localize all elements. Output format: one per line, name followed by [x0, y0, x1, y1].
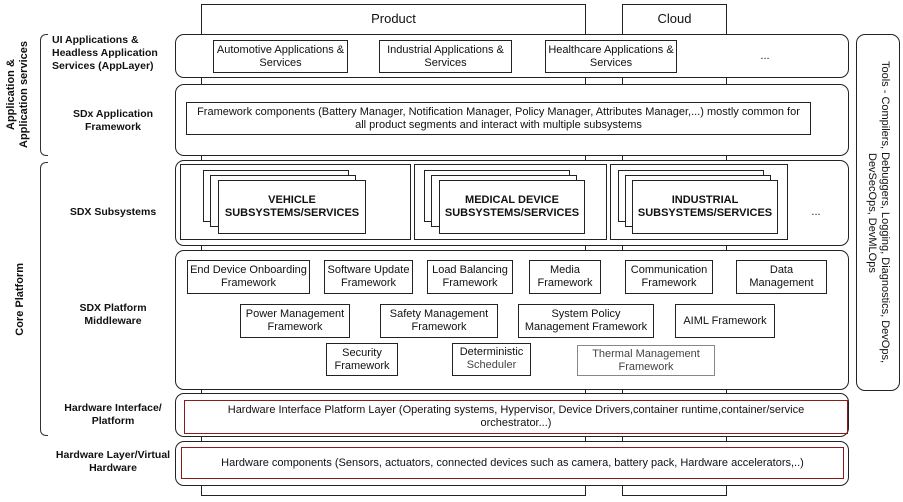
- tools-text-wrap: Tools - Compilers, Debuggers, Logging, D…: [856, 34, 900, 391]
- safety-management: Safety Management Framework: [380, 304, 498, 338]
- application-group-label: Application & Application services: [5, 41, 30, 149]
- subsystems-label: SDX Subsystems: [69, 205, 157, 218]
- vehicle-subsystems: VEHICLE SUBSYSTEMS/SERVICES: [218, 180, 366, 234]
- middleware-label: SDX Platform Middleware: [79, 302, 147, 327]
- aiml-framework: AIML Framework: [675, 304, 775, 338]
- product-header: Product: [371, 10, 416, 26]
- data-management: Data Management: [736, 260, 827, 294]
- app-layer-label: UI Applications & Headless Application S…: [52, 34, 158, 72]
- core-platform-brace: [40, 162, 48, 436]
- framework-components: Framework components (Battery Manager, N…: [186, 102, 811, 135]
- application-group-label-wrap: Application & Application services: [3, 34, 35, 156]
- app-automotive: Automotive Applications & Services: [213, 40, 348, 73]
- power-management: Power Management Framework: [240, 304, 350, 338]
- tools-panel: [856, 34, 900, 391]
- industrial-subsystems: INDUSTRIAL SUBSYSTEMS/SERVICES: [632, 180, 778, 234]
- application-group-brace: [40, 34, 48, 156]
- hw-interface-label: Hardware Interface/ Platform: [64, 402, 162, 427]
- core-platform-label: Core Platform: [13, 262, 26, 336]
- medical-subsystems: MEDICAL DEVICE SUBSYSTEMS/SERVICES: [439, 180, 585, 234]
- load-balancing: Load Balancing Framework: [427, 260, 513, 294]
- subsystems-more: ...: [811, 205, 821, 218]
- hw-interface-platform-layer: Hardware Interface Platform Layer (Opera…: [184, 400, 848, 434]
- deterministic-sub: Scheduler: [466, 359, 517, 371]
- thermal-management: Thermal Management Framework: [577, 345, 715, 376]
- app-healthcare: Healthcare Applications & Services: [545, 40, 677, 73]
- hardware-components: Hardware components (Sensors, actuators,…: [181, 447, 844, 479]
- app-framework-label: SDx Application Framework: [72, 108, 154, 133]
- core-platform-label-wrap: Core Platform: [8, 162, 32, 436]
- end-device-onboarding: End Device Onboarding Framework: [187, 260, 310, 294]
- security-framework: Security Framework: [326, 343, 398, 376]
- cloud-header: Cloud: [657, 10, 692, 26]
- communication-framework: Communication Framework: [625, 260, 713, 294]
- tools-text: Tools - Compilers, Debuggers, Logging, D…: [866, 61, 891, 364]
- deterministic-scheduler: Deterministic Scheduler: [452, 343, 531, 376]
- deterministic-title: Deterministic: [459, 346, 524, 358]
- software-update: Software Update Framework: [324, 260, 413, 294]
- app-industrial: Industrial Applications & Services: [379, 40, 512, 73]
- system-policy-management: System Policy Management Framework: [518, 304, 654, 338]
- hw-layer-label: Hardware Layer/Virtual Hardware: [55, 449, 171, 474]
- media-framework: Media Framework: [529, 260, 601, 294]
- app-more: ...: [760, 49, 770, 62]
